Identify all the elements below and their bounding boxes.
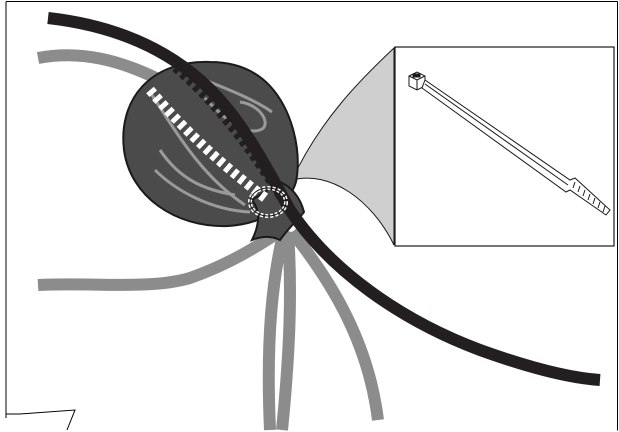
- frame-corner-mark: [6, 409, 76, 431]
- frame-border: [5, 1, 618, 431]
- grey-cable-down-1: [262, 228, 290, 431]
- grey-cable-left: [37, 223, 289, 291]
- neck-cable-tie-outline: [249, 187, 287, 217]
- callout-wedge: [291, 46, 395, 246]
- grey-cable-down-2: [276, 231, 296, 431]
- grey-cable-down-3: [287, 228, 384, 421]
- inset-panel: [394, 46, 615, 247]
- hidden-cable-dashes: [146, 64, 286, 204]
- dark-cable: [47, 12, 601, 386]
- cable-tie-icon: [408, 71, 611, 216]
